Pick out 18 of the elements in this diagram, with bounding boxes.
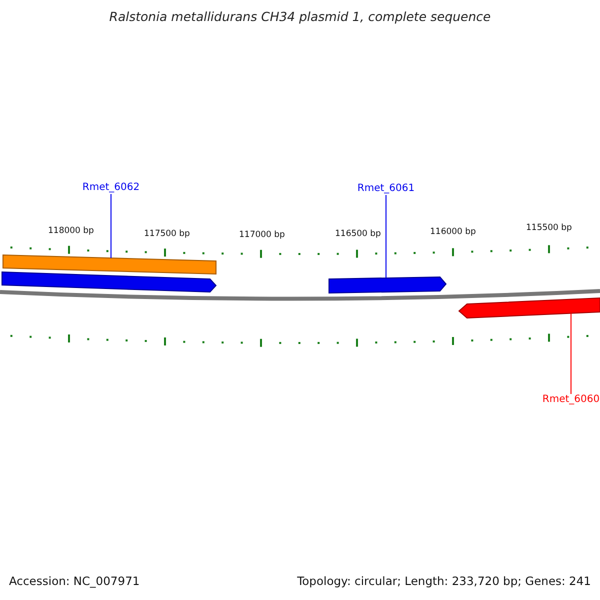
gene-bar (2, 254, 216, 275)
scale-label: 117500 bp (143, 230, 191, 238)
gene-label: Rmet_6060 (541, 395, 600, 405)
gene-label: Rmet_6061 (356, 184, 416, 194)
scale-label: 115500 bp (525, 224, 573, 232)
scale-label: 116500 bp (334, 230, 382, 238)
accession-text: Accession: NC_007971 (9, 576, 140, 588)
gene-arrow (2, 271, 217, 292)
leader-line (570, 312, 572, 394)
summary-text: Topology: circular; Length: 233,720 bp; Genes: 241 (297, 576, 591, 588)
scale-label: 117000 bp (238, 231, 286, 240)
gene-arrow (458, 297, 600, 318)
gene-arrow (328, 276, 447, 294)
scale-label: 116000 bp (429, 228, 477, 236)
gene-label: Rmet_6062 (81, 183, 141, 193)
leader-line (110, 194, 112, 259)
title: Ralstonia metallidurans CH34 plasmid 1, complete sequence (108, 11, 492, 24)
scale-label: 118000 bp (47, 227, 95, 236)
